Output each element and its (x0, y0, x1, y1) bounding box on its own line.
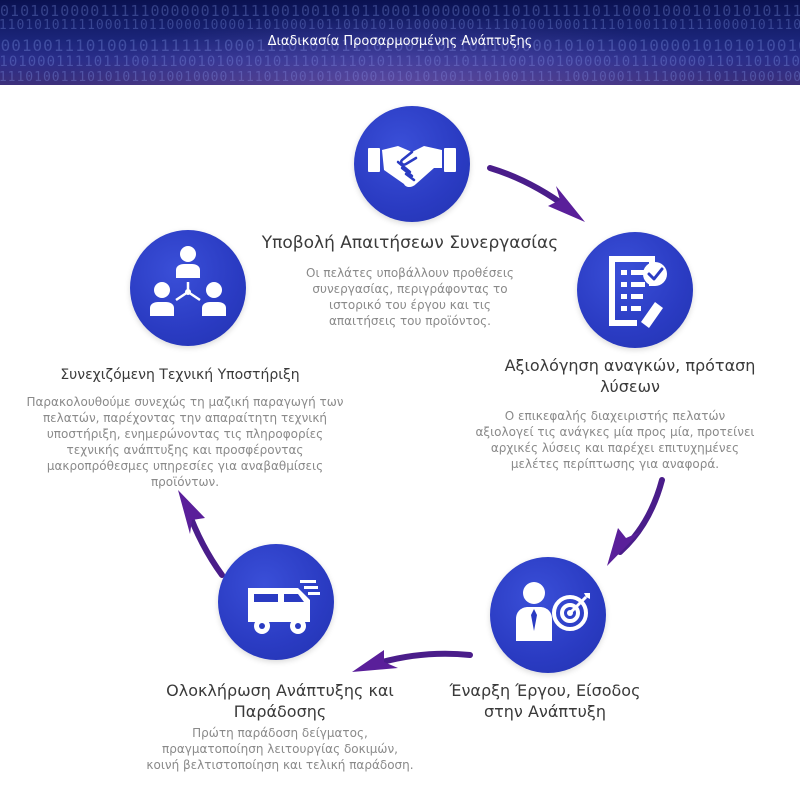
desc-line: πελατών, παρέχοντας την απαραίτητη τεχνι… (42, 411, 328, 425)
step-5-description: Παρακολουθούμε συνεχώς τη μαζική παραγωγ… (10, 394, 360, 490)
step-2-title: Αξιολόγηση αναγκών, πρόταση λύσεων (480, 355, 780, 397)
desc-line: απαιτήσεις του προϊόντος. (329, 314, 491, 328)
step-3-title: Έναρξη Έργου, Είσοδος στην Ανάπτυξη (420, 680, 670, 722)
title-line: λύσεων (600, 377, 660, 396)
delivery-truck-icon (248, 580, 320, 634)
step-1-description: Οι πελάτες υποβάλλουν προθέσεις συνεργασ… (280, 265, 540, 329)
checklist-icon (609, 256, 667, 328)
desc-line: αξιολογεί τις ανάγκες μία προς μία, προτ… (475, 425, 755, 439)
desc-line: αρχικές λύσεις και παρέχει επιτυχημένες (490, 441, 740, 455)
header-banner: 0010101000011111000000101111001001010110… (0, 0, 800, 85)
desc-line: προϊόντων. (150, 475, 220, 489)
step-1-circle (354, 106, 470, 222)
desc-line: τεχνικής ανάπτυξης και προσφέροντας (66, 443, 304, 457)
desc-line: Οι πελάτες υποβάλλουν προθέσεις (306, 266, 514, 280)
step-3-circle (490, 557, 606, 673)
arrow-step2-to-step3 (607, 477, 665, 566)
title-line: Αξιολόγηση αναγκών, πρόταση (504, 356, 756, 375)
team-network-icon (150, 246, 226, 316)
arrow-step3-to-step4 (352, 650, 473, 672)
title-line: στην Ανάπτυξη (484, 702, 606, 721)
arrow-step1-to-step2 (487, 165, 585, 222)
title-line: Έναρξη Έργου, Είσοδος (449, 681, 641, 700)
desc-line: Πρώτη παράδοση δείγματος, (192, 726, 368, 740)
desc-line: μακροπρόθεσμες υπηρεσίες για αναβαθμίσει… (46, 459, 324, 473)
handshake-icon (368, 146, 456, 187)
step-5-circle (130, 230, 246, 346)
desc-line: μελέτες περίπτωσης για αναφορά. (510, 457, 720, 471)
step-4-title: Ολοκλήρωση Ανάπτυξης και Παράδοσης (140, 680, 420, 722)
step-4-circle (218, 544, 334, 660)
step-2-circle (577, 232, 693, 348)
target-businessman-icon (516, 582, 590, 641)
desc-line: υποστήριξη, ενημερώνοντας τις πληροφορίε… (46, 427, 324, 441)
arrow-step4-to-step5 (178, 490, 225, 578)
step-1-title: Υποβολή Απαιτήσεων Συνεργασίας (261, 233, 559, 253)
desc-line: συνεργασίας, περιγράφοντας το (312, 282, 508, 296)
title-line: Ολοκλήρωση Ανάπτυξης και (166, 681, 394, 700)
step-5-title: Συνεχιζόμενη Τεχνική Υποστήριξη (60, 367, 300, 383)
title-line: Παράδοσης (233, 702, 327, 721)
step-4-description: Πρώτη παράδοση δείγματος, πραγματοποίηση… (110, 725, 450, 773)
desc-line: ιστορικό του έργου και τις (329, 298, 491, 312)
desc-line: Ο επικεφαλής διαχειριστής πελατών (504, 409, 726, 423)
step-2-description: Ο επικεφαλής διαχειριστής πελατών αξιολο… (440, 408, 790, 472)
desc-line: Παρακολουθούμε συνεχώς τη μαζική παραγωγ… (26, 395, 344, 409)
page-title: Διαδικασία Προσαρμοσμένης Ανάπτυξης (267, 34, 533, 49)
desc-line: πραγματοποίηση λειτουργίας δοκιμών, (162, 742, 398, 756)
desc-line: κοινή βελτιστοποίηση και τελική παράδοση… (146, 758, 414, 772)
